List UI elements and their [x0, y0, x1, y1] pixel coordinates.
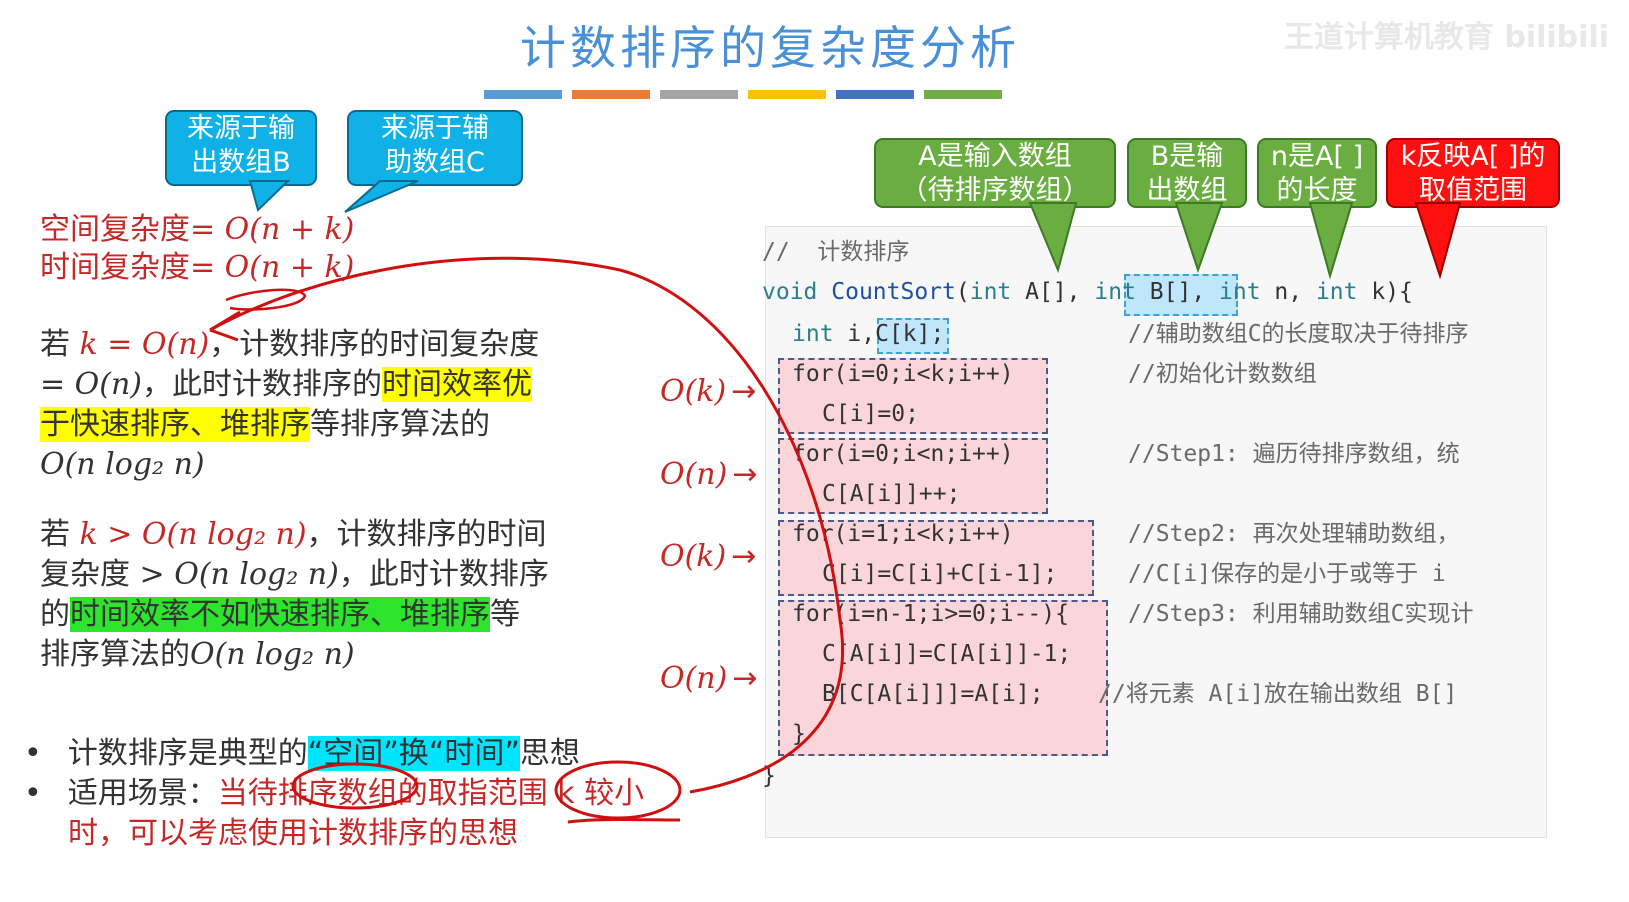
callout-tail	[1174, 202, 1224, 274]
callout-line-1: n是A[ ]	[1270, 141, 1364, 172]
title-bar-segment	[484, 90, 562, 99]
callout-tail	[248, 180, 291, 212]
callout-input-array: A是输入数组 （待排序数组）	[874, 138, 1116, 208]
code-line-init-body: C[i]=0;	[822, 401, 919, 427]
callout-tail	[1308, 202, 1354, 280]
title-bar-segment	[660, 90, 738, 99]
cost-label-step2: O(k) →	[660, 539, 757, 574]
cost-label-step1: O(n) →	[660, 457, 758, 492]
callout-tail	[1028, 202, 1078, 274]
callout-line-2: 出数组B	[191, 147, 291, 178]
title-bar-segment	[924, 90, 1002, 99]
callout-range-k: k反映A[ ]的 取值范围	[1386, 138, 1560, 208]
callout-line-2: 取值范围	[1419, 175, 1527, 206]
title-bar-segment	[748, 90, 826, 99]
loop-box-step1	[778, 438, 1048, 514]
callout-line-1: 来源于输	[187, 113, 295, 144]
condition-k-large: k > O(n log₂ n)	[79, 517, 307, 552]
title-bar-segment	[572, 90, 650, 99]
callout-output-array: 来源于输 出数组B	[165, 110, 317, 186]
code-comment-decl: //辅助数组C的长度取决于待排序	[1128, 321, 1469, 347]
highlight-slower: 时间效率不如快速排序、堆排序	[70, 597, 490, 632]
highlight-faster: 时间效率优	[382, 367, 532, 402]
code-comment-step2: //Step2: 再次处理辅助数组，	[1128, 521, 1460, 547]
callout-line-2: 的长度	[1276, 175, 1358, 206]
loop-box-init	[778, 358, 1048, 434]
callout-tail	[1414, 202, 1462, 280]
circle-mark	[554, 760, 682, 820]
code-line-step3-body2: B[C[A[i]]]=A[i];	[822, 681, 1044, 707]
use-case-condition: 当待排序数组的取指范围 k 较小	[217, 776, 645, 811]
hand-drawn-arrow	[209, 256, 844, 794]
callout-output-b: B是输 出数组	[1127, 138, 1247, 208]
code-comment-init: //初始化计数数组	[1128, 361, 1317, 387]
use-case-condition-2: 时，可以考虑使用计数排序的思想	[68, 816, 518, 851]
loop-box-step2	[778, 520, 1094, 596]
page-title: 计数排序的复杂度分析	[520, 21, 1020, 75]
space-value: = O(n + k)	[190, 212, 355, 247]
bullet-use-case: •适用场景：当待排序数组的取指范围 k 较小	[24, 776, 645, 811]
code-line-close-for: }	[792, 721, 806, 747]
code-comment-step3: //Step3: 利用辅助数组C实现计	[1128, 601, 1474, 627]
right-arrow-icon: →	[732, 661, 758, 696]
code-comment-step1: //Step1: 遍历待排序数组，统	[1128, 441, 1460, 467]
time-value: = O(n + k)	[190, 250, 355, 285]
condition-k-small: k = O(n)	[79, 327, 210, 362]
loop-box-step3	[778, 600, 1108, 756]
paragraph-k-small: 若 k = O(n)，计数排序的时间复杂度 = O(n)，此时计数排序的时间效率…	[40, 327, 540, 482]
scribble-mark	[225, 288, 307, 311]
space-complexity: 空间复杂度= O(n + k)	[40, 210, 354, 250]
circle-mark	[291, 762, 419, 810]
code-line-step1-body: C[A[i]]++;	[822, 481, 961, 507]
code-line-signature: void CountSort(int A[], int B[], int n, …	[762, 279, 1413, 305]
callout-line-2: （待排序数组）	[900, 175, 1090, 206]
right-arrow-icon: →	[731, 374, 757, 409]
code-line-for-init: for(i=0;i<k;i++)	[792, 361, 1014, 387]
callout-line-2: 助数组C	[385, 147, 485, 178]
time-complexity: 时间复杂度= O(n + k)	[40, 248, 354, 288]
space-label: 空间复杂度	[40, 212, 190, 247]
code-comment-step2b: //C[i]保存的是小于或等于 i	[1128, 561, 1446, 587]
cost-label-step3: O(n) →	[660, 661, 758, 696]
cost-label-init: O(k) →	[660, 374, 757, 409]
code-line-for-step2: for(i=1;i<k;i++)	[792, 521, 1014, 547]
time-label: 时间复杂度	[40, 250, 190, 285]
callout-aux-array: 来源于辅 助数组C	[347, 110, 523, 186]
highlight-faster-2: 于快速排序、堆排序	[40, 407, 310, 442]
right-arrow-icon: →	[731, 539, 757, 574]
callout-line-1: B是输	[1150, 141, 1224, 172]
code-line-for-step1: for(i=0;i<n;i++)	[792, 441, 1014, 467]
code-comment-place: //将元素 A[i]放在输出数组 B[]	[1098, 681, 1458, 707]
code-line-comment-title: // 计数排序	[762, 239, 910, 265]
callout-line-1: k反映A[ ]的	[1400, 141, 1546, 172]
paragraph-k-large: 若 k > O(n log₂ n)，计数排序的时间 复杂度 > O(n log₂…	[40, 517, 549, 672]
callout-length-n: n是A[ ] 的长度	[1257, 138, 1377, 208]
title-bar-segment	[836, 90, 914, 99]
highlight-array-c	[877, 318, 949, 354]
arrow-head	[209, 310, 241, 342]
callout-line-1: A是输入数组	[918, 141, 1072, 172]
bullet-space-for-time: •计数排序是典型的“空间”换“时间”思想	[24, 736, 580, 771]
watermark: 王道计算机教育 bilibili	[1283, 20, 1609, 55]
callout-line-2: 出数组	[1146, 175, 1228, 206]
callout-line-1: 来源于辅	[381, 113, 489, 144]
code-line-decl: int i,C[k];	[792, 321, 945, 347]
callout-tail	[344, 180, 419, 213]
underline-mark	[567, 818, 681, 824]
right-arrow-icon: →	[732, 457, 758, 492]
code-line-step3-body1: C[A[i]]=C[A[i]]-1;	[822, 641, 1072, 667]
highlight-param-b	[1124, 274, 1238, 316]
code-line-step2-body: C[i]=C[i]+C[i-1];	[822, 561, 1058, 587]
